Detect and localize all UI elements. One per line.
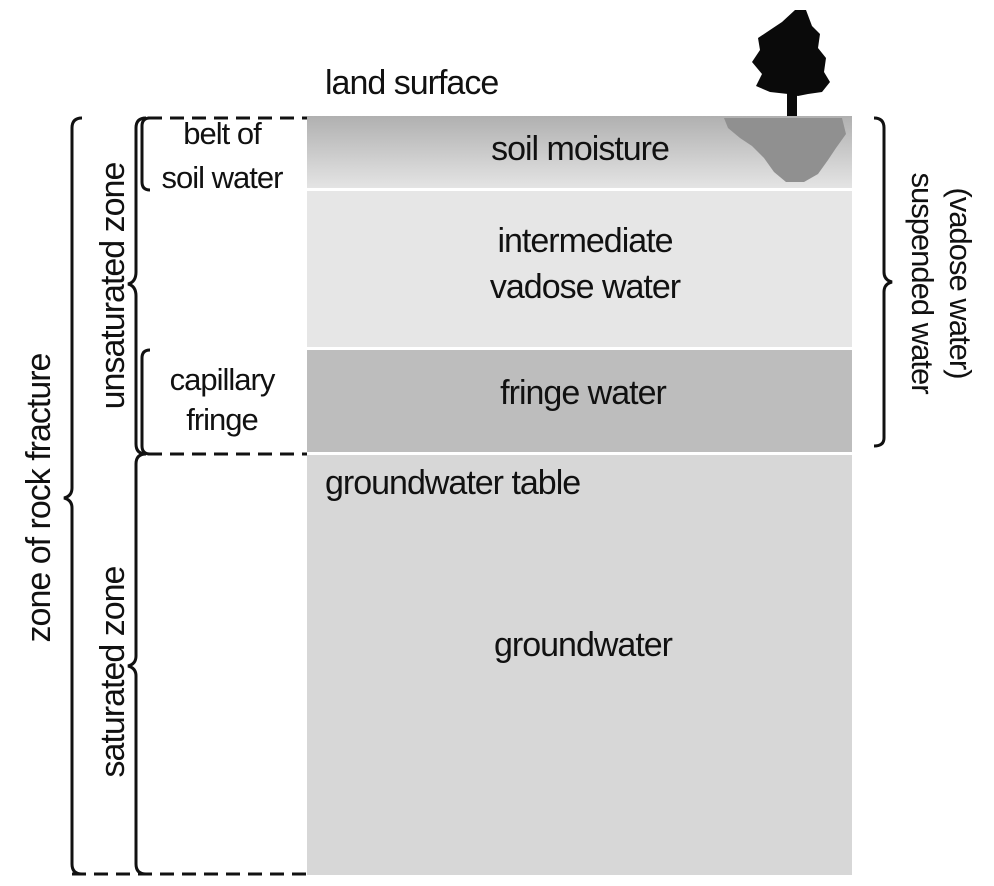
intermediate-vadose-layer (307, 191, 852, 347)
fringe-water-layer (307, 350, 852, 452)
tree-icon (752, 10, 830, 116)
zone-of-rock-fracture-label: zone of rock fracture (20, 353, 58, 642)
belt-of-soil-water-line2: soil water (162, 160, 284, 195)
belt-of-soil-water-line1: belt of (183, 116, 262, 151)
vadose-water-label: (vadose water) (943, 187, 978, 378)
root-zone-icon (724, 118, 846, 182)
capillary-fringe-line2: fringe (186, 402, 258, 437)
suspended-water-label: suspended water (905, 172, 940, 394)
groundwater-label: groundwater (494, 626, 673, 664)
soil-moisture-label: soil moisture (491, 130, 669, 168)
unsaturated-zone-label: unsaturated zone (94, 163, 132, 410)
groundwater-table-label: groundwater table (325, 464, 580, 502)
land-surface-label: land surface (325, 64, 498, 102)
zone-brackets-left (63, 116, 151, 876)
intermediate-label-line1: intermediate (497, 222, 672, 260)
fringe-water-label: fringe water (500, 374, 666, 412)
saturated-zone-label: saturated zone (94, 566, 132, 777)
groundwater-layer (307, 455, 852, 875)
zone-dashed-lines (72, 116, 307, 876)
capillary-fringe-line1: capillary (170, 362, 276, 397)
suspended-water-bracket (873, 116, 893, 448)
intermediate-label-line2: vadose water (490, 268, 681, 306)
